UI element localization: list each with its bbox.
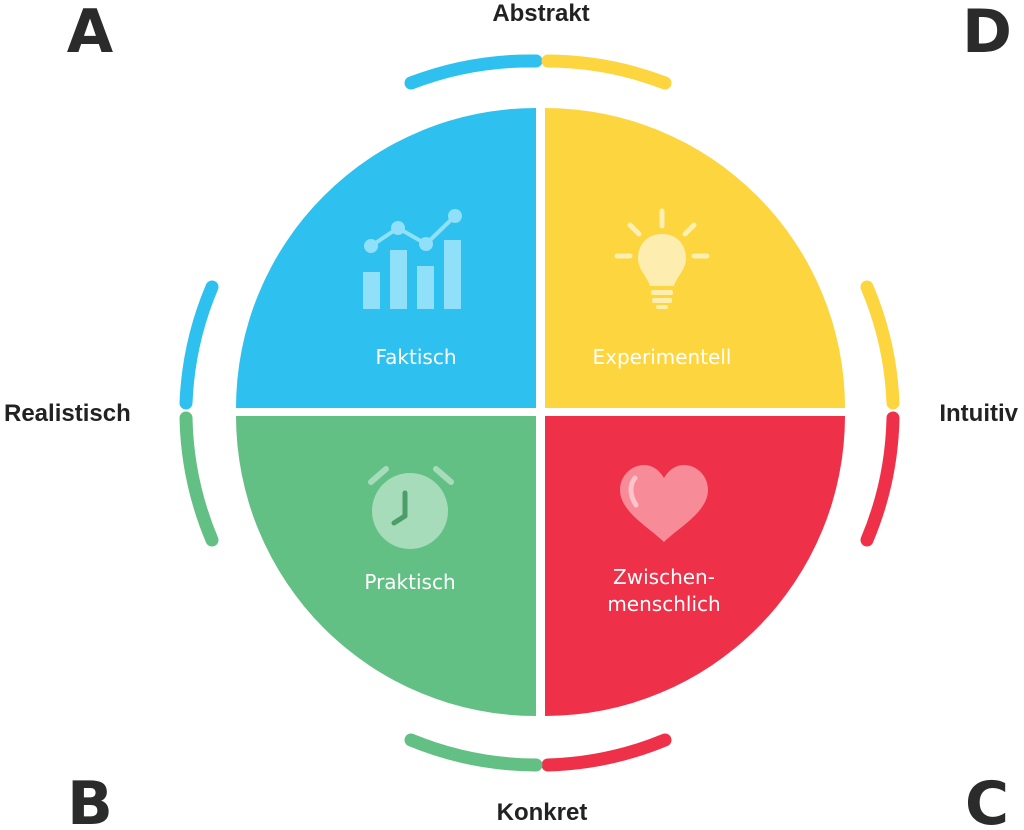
axis-label-top: Abstrakt [492, 0, 589, 27]
arc-left-top [179, 280, 219, 410]
light-bulb-icon [614, 208, 710, 309]
corner-letter-d: D [962, 0, 1012, 67]
outer-arcs [179, 54, 900, 772]
heart-icon [620, 465, 708, 542]
arc-top-left [404, 54, 543, 90]
arc-left-bottom [179, 411, 219, 547]
bar-line-chart-icon [363, 209, 462, 309]
corner-letter-b: B [67, 769, 113, 830]
quadrant-c-label-line2: menschlich [607, 592, 720, 616]
axis-label-bottom: Konkret [497, 799, 588, 826]
alarm-clock-icon [368, 466, 454, 549]
axis-label-left: Realistisch [4, 400, 131, 427]
quadrant-c-label-line1: Zwischen- [613, 565, 715, 589]
arc-top-right [541, 54, 672, 90]
quadrant-c-zwischenmenschlich [545, 416, 845, 716]
quadrant-d-label: Experimentell [593, 345, 732, 369]
arc-right-bottom [860, 411, 900, 547]
arc-bottom-left [404, 733, 543, 772]
corner-letter-c: C [965, 769, 1009, 830]
quadrant-b-label: Praktisch [364, 570, 455, 594]
quadrant-b-praktisch [236, 416, 536, 716]
arc-bottom-right [541, 733, 672, 772]
axis-label-right: Intuitiv [939, 400, 1018, 427]
quadrant-a-faktisch [236, 108, 536, 408]
arc-right-top [860, 280, 900, 410]
quadrant-a-label: Faktisch [376, 345, 457, 369]
corner-letter-a: A [67, 0, 114, 67]
